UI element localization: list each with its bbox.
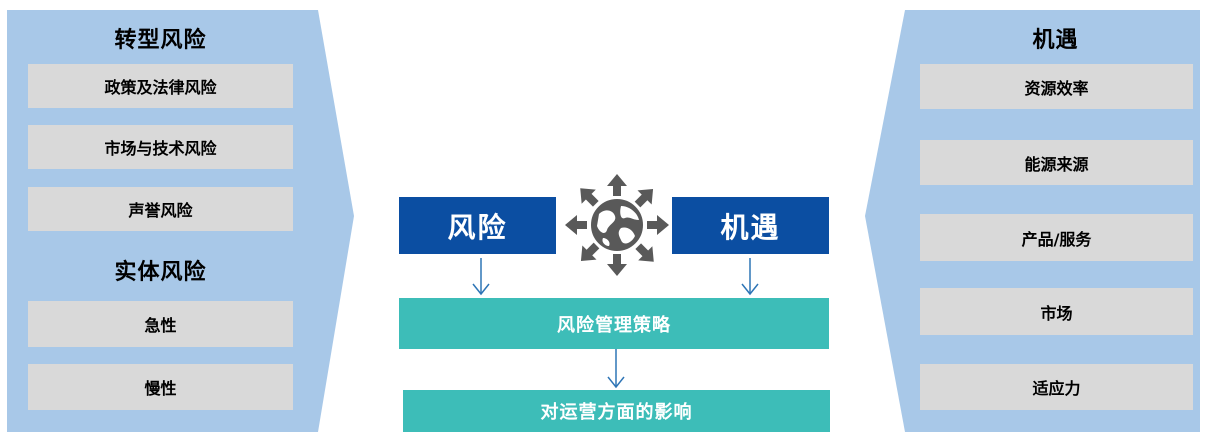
transition-risk-heading: 转型风险 (114, 27, 207, 53)
chronic-item: 慢性 (28, 364, 293, 410)
resource-efficiency-item: 资源效率 (920, 64, 1193, 109)
policy-legal-risk-item: 政策及法律风险 (28, 64, 293, 108)
physical-risk-heading: 实体风险 (114, 259, 207, 285)
radiating-arrows (565, 174, 669, 276)
resilience-item: 适应力 (920, 364, 1193, 410)
risk-management-strategy-box: 风险管理策略 (399, 298, 829, 349)
energy-source-item: 能源来源 (920, 140, 1193, 185)
products-services-item: 产品/服务 (920, 214, 1193, 261)
right-panel: 机遇 资源效率 能源来源 产品/服务 市场 适应力 (847, 0, 1207, 432)
globe-icon (589, 197, 645, 253)
opportunity-box: 机遇 (672, 197, 829, 254)
left-panel: 转型风险 政策及法律风险 市场与技术风险 声誉风险 实体风险 急性 慢性 (0, 0, 360, 432)
strategy-down-arrow (607, 349, 625, 389)
risk-box: 风险 (399, 197, 556, 254)
operational-impact-box: 对运营方面的影响 (403, 390, 830, 432)
markets-item: 市场 (920, 288, 1193, 335)
opportunity-down-arrow (741, 258, 759, 296)
reputation-risk-item: 声誉风险 (28, 187, 293, 231)
globe-arrows-icon (565, 174, 669, 276)
opportunity-heading: 机遇 (1032, 27, 1079, 53)
acute-item: 急性 (28, 301, 293, 347)
market-technology-risk-item: 市场与技术风险 (28, 125, 293, 169)
risk-down-arrow (472, 258, 490, 296)
